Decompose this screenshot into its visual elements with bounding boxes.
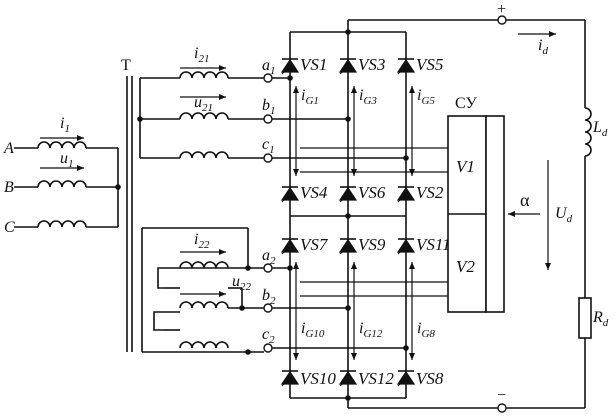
phase-A-line [14, 141, 118, 149]
label-VS8: VS8 [416, 369, 444, 388]
label-VS1: VS1 [300, 55, 327, 74]
label-iG5: iG5 [417, 87, 435, 107]
coil-a2-main [179, 261, 229, 269]
thyristor-VS2 [396, 186, 416, 203]
label-VS9: VS9 [358, 235, 386, 254]
thyristor-VS6 [338, 186, 358, 203]
phase-C-line [14, 220, 118, 228]
u22-label: u22 [232, 273, 252, 293]
thyristor-VS7 [280, 238, 300, 255]
label-iG3: iG3 [359, 87, 377, 107]
label-iG8: iG8 [417, 320, 435, 340]
thyristor-VS5 [396, 58, 416, 75]
phase-A-label: A [3, 140, 14, 157]
label-iG10: iG10 [301, 320, 325, 340]
thyristor-VS8 [396, 370, 416, 387]
load-inductor [584, 107, 592, 157]
i21-label: i21 [194, 45, 209, 65]
coil-a1 [179, 71, 229, 79]
phase-C-label: C [4, 219, 15, 236]
label-iG1: iG1 [301, 87, 319, 107]
Ld-label: Ld [592, 119, 608, 139]
terminal-b1-label: b1 [262, 97, 276, 117]
id-label: id [538, 37, 548, 57]
thyristor-VS10 [280, 370, 300, 387]
alpha-label: α [520, 190, 530, 210]
label-VS12: VS12 [358, 369, 394, 388]
label-VS3: VS3 [358, 55, 385, 74]
transformer-label: T [121, 57, 131, 74]
thyristor-VS12 [338, 370, 358, 387]
i1-label: i1 [60, 115, 70, 135]
u1-label: u1 [60, 150, 74, 170]
label-VS2: VS2 [416, 183, 444, 202]
label-VS10: VS10 [300, 369, 336, 388]
thyristor-VS9 [338, 238, 358, 255]
coil-b1 [179, 112, 229, 120]
gate-arrows [293, 86, 415, 360]
terminal-a1-label: a1 [262, 57, 276, 77]
thyristor-VS11 [396, 238, 416, 255]
label-VS7: VS7 [300, 235, 329, 254]
terminal-a2-label: a2 [262, 247, 276, 267]
dc-minus-terminal [497, 403, 507, 413]
thyristor-VS4 [280, 186, 300, 203]
label-VS6: VS6 [358, 183, 386, 202]
control-unit-title: СУ [455, 95, 477, 112]
coil-b2 [179, 301, 229, 309]
label-VS5: VS5 [416, 55, 443, 74]
thyristor-VS3 [338, 58, 358, 75]
terminal-c1-label: c1 [262, 136, 275, 156]
Ud-label: Ud [555, 205, 573, 225]
label-iG12: iG12 [359, 320, 383, 340]
control-V1: V1 [456, 157, 475, 176]
u21-label: u21 [194, 94, 213, 114]
Rd-label: Rd [592, 309, 609, 329]
phase-B-line [14, 180, 118, 188]
load-resistor [578, 297, 592, 339]
phase-B-label: B [4, 179, 14, 196]
coil-c1 [179, 151, 229, 159]
thyristor-VS1 [280, 58, 300, 75]
plus-sign: + [497, 1, 506, 18]
control-V2: V2 [456, 257, 475, 276]
terminal-c2-label: c2 [262, 326, 275, 346]
terminal-b2-label: b2 [262, 287, 276, 307]
coil-c2 [179, 341, 229, 349]
i22-label: i22 [194, 231, 210, 251]
label-VS11: VS11 [416, 235, 451, 254]
control-unit [447, 115, 505, 313]
label-VS4: VS4 [300, 183, 328, 202]
minus-sign: − [497, 387, 506, 404]
